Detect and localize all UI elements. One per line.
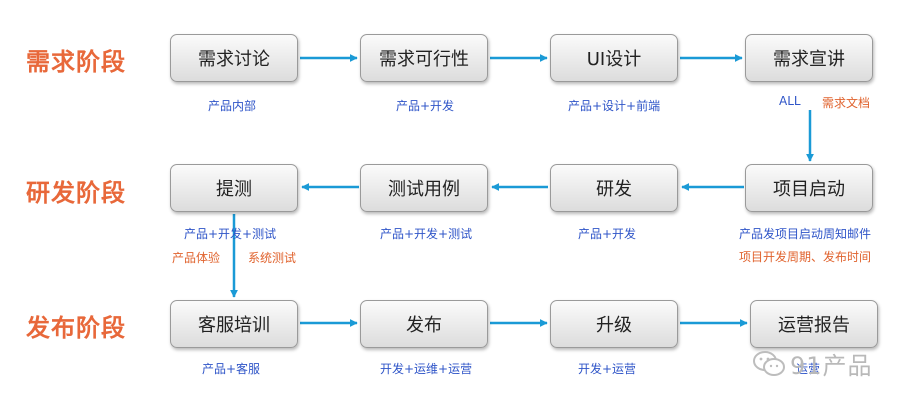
label-r2-3: 产品+开发 xyxy=(578,227,637,241)
node-development: 研发 xyxy=(550,164,678,212)
node-project-kickoff: 项目启动 xyxy=(745,164,873,212)
label-r1-3: 产品+设计+前端 xyxy=(568,99,661,113)
phase-demand: 需求阶段 xyxy=(26,48,126,76)
wechat-icon xyxy=(753,350,785,376)
node-upgrade: 升级 xyxy=(550,300,678,348)
label-r1-4a: ALL xyxy=(779,94,801,108)
label-r3-3: 开发+运营 xyxy=(578,362,637,376)
phase-rd: 研发阶段 xyxy=(26,179,126,207)
label-r1-1: 产品内部 xyxy=(208,99,257,113)
label-r1-4b: 需求文档 xyxy=(822,96,871,110)
node-demand-discussion: 需求讨论 xyxy=(170,34,298,82)
node-test-cases: 测试用例 xyxy=(360,164,488,212)
node-support-training: 客服培训 xyxy=(170,300,298,348)
label-r3-4: 运营 xyxy=(796,362,821,376)
watermark: 91产品 xyxy=(752,346,873,381)
watermark-text: 91产品 xyxy=(790,352,873,380)
node-demand-presentation: 需求宣讲 xyxy=(745,34,873,82)
label-r3-1: 产品+客服 xyxy=(202,362,261,376)
label-r2-2: 产品+开发+测试 xyxy=(380,227,473,241)
node-demand-feasibility: 需求可行性 xyxy=(360,34,488,82)
label-r2-4b: 项目开发周期、发布时间 xyxy=(739,250,872,264)
label-r1-2: 产品+开发 xyxy=(396,99,455,113)
phase-release: 发布阶段 xyxy=(26,314,126,342)
label-r2-1c: 系统测试 xyxy=(248,251,297,265)
node-operations-report: 运营报告 xyxy=(750,300,878,348)
label-r2-1b: 产品体验 xyxy=(172,251,221,265)
node-submit-test: 提测 xyxy=(170,164,298,212)
label-r3-2: 开发+运维+运营 xyxy=(380,362,473,376)
node-release: 发布 xyxy=(360,300,488,348)
node-ui-design: UI设计 xyxy=(550,34,678,82)
label-r2-1: 产品+开发+测试 xyxy=(184,227,277,241)
label-r2-4a: 产品发项目启动周知邮件 xyxy=(739,227,872,241)
